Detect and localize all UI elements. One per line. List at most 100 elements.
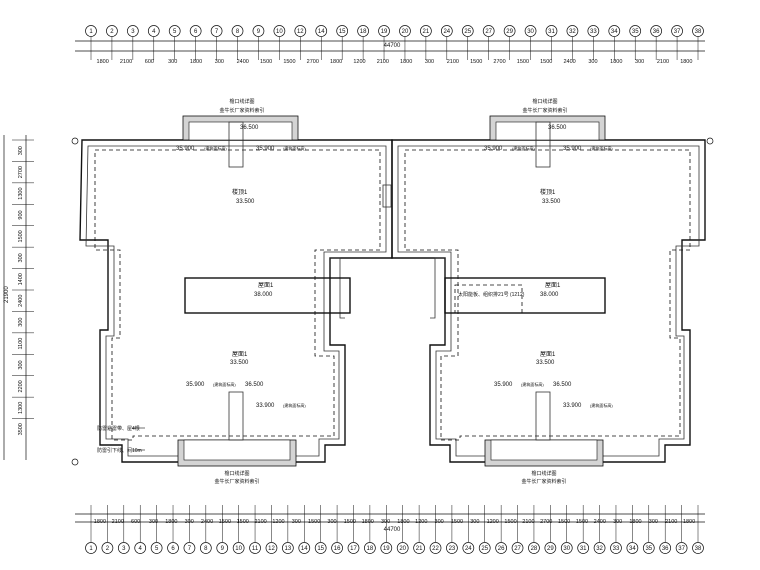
axis-label: 24	[443, 29, 450, 35]
parapet-label-bl: 檐口线详图	[224, 470, 249, 477]
dimension-value: 1500	[219, 519, 231, 525]
axis-bubble	[106, 25, 118, 37]
dimension-value: 1500	[540, 59, 552, 65]
axis-bubble	[364, 542, 376, 554]
axis-bubble	[380, 542, 393, 554]
axis-bubble	[210, 25, 223, 37]
dimension-value: 300	[425, 59, 434, 65]
axis-marker-left	[71, 137, 79, 145]
axis-bubble	[429, 542, 442, 554]
dimension-value: 1500	[451, 519, 463, 525]
main-roof-elev-right: 33.500	[536, 360, 555, 366]
axis-label: 4	[139, 546, 143, 552]
axis-label: 36	[653, 29, 660, 35]
axis-label: 25	[464, 29, 471, 35]
axis-bubble	[167, 542, 179, 554]
dimension-value: 2100	[254, 519, 266, 525]
dimension-value: 2400	[563, 59, 575, 65]
axis-bubble	[282, 542, 294, 554]
dimension-value: 2400	[201, 519, 213, 525]
axis-bubble	[117, 542, 130, 554]
axis-label: 6	[194, 29, 198, 35]
axis-bubble	[503, 25, 516, 37]
dimension-value: 1500	[558, 519, 570, 525]
left-dimension-texts: 3002700130090015003001400240030011003002…	[12, 139, 34, 435]
axis-label: 24	[465, 546, 472, 552]
axis-bubble	[147, 25, 160, 37]
axis-bubble	[357, 25, 369, 37]
axis-label: 9	[221, 546, 225, 552]
axis-marker-right	[706, 137, 714, 145]
axis-bubble	[545, 25, 558, 37]
elev-top-right: 36.500	[548, 125, 567, 131]
axis-bubble	[544, 542, 557, 554]
axis-label: 16	[334, 546, 341, 552]
dimension-value: 1800	[680, 59, 692, 65]
stair-roof-right: 楼顶1	[540, 188, 556, 196]
axis-bubble	[347, 542, 360, 554]
dimension-value: 1500	[344, 519, 356, 525]
axis-label: 31	[548, 29, 555, 35]
axis-label: 14	[318, 29, 325, 35]
axis-label: 8	[236, 29, 240, 35]
left-total-dimension: 21900	[4, 286, 10, 303]
axis-bubble	[183, 542, 196, 554]
central-connector	[330, 184, 445, 319]
elev-note-a-left: (建筑面标高)	[204, 145, 227, 151]
parapet-label-br: 檐口线详图	[531, 470, 556, 477]
elev-mid-note-right: (建筑面标高)	[521, 381, 544, 387]
axis-bubble	[446, 542, 458, 554]
axis-label: 10	[235, 546, 242, 552]
axis-label: 30	[527, 29, 534, 35]
dimension-value: 300	[613, 519, 622, 525]
dimension-value: 1800	[330, 59, 342, 65]
dimension-value: 300	[327, 519, 336, 525]
axis-bubble	[608, 25, 621, 37]
axis-bubble	[461, 25, 474, 37]
axis-bubble	[265, 542, 278, 554]
axis-label: 10	[276, 29, 283, 35]
stair-roof-elev-left: 33.500	[236, 199, 255, 205]
dimension-value: 300	[588, 59, 597, 65]
axis-bubble	[560, 542, 573, 554]
axis-bubble	[294, 25, 307, 37]
dimension-value: 600	[145, 59, 154, 65]
axis-label: 34	[629, 546, 636, 552]
axis-label: 17	[350, 546, 357, 552]
axis-bubble	[168, 25, 181, 37]
dimension-value: 600	[131, 519, 140, 525]
axis-label: 1	[89, 29, 93, 35]
axis-label: 29	[547, 546, 554, 552]
left-dimension-value: 300	[18, 318, 24, 327]
axis-label: 38	[695, 29, 702, 35]
roof-label-left: 屋面1	[258, 282, 274, 289]
axis-bubble	[399, 25, 411, 37]
dimension-value: 1800	[94, 519, 106, 525]
axis-bubble	[610, 542, 622, 554]
elev-note-a-right: (建筑面标高)	[512, 145, 535, 151]
dimension-value: 1500	[504, 519, 516, 525]
dimension-value: 1800	[362, 519, 374, 525]
axis-bubble	[587, 25, 600, 37]
axis-bubble	[85, 25, 97, 37]
elev-mid3-right: 33.900	[563, 403, 582, 409]
dimension-value: 1500	[260, 59, 272, 65]
main-roof-right: 屋面1	[540, 351, 556, 358]
elev-mid2-right: 36.500	[553, 382, 572, 388]
axis-label: 22	[432, 546, 439, 552]
dimension-value: 300	[435, 519, 444, 525]
axis-marker-bottom-left	[71, 458, 79, 466]
dimension-value: 1500	[308, 519, 320, 525]
axis-bubble	[413, 542, 425, 554]
axis-bubble	[462, 542, 475, 554]
dimension-value: 2400	[594, 519, 606, 525]
elev-b-left: 35.900	[256, 146, 275, 152]
axis-bubble	[511, 542, 524, 554]
axis-label: 23	[449, 546, 456, 552]
axis-bubble	[671, 25, 683, 37]
axis-label: 9	[257, 29, 261, 35]
dimension-value: 2700	[493, 59, 505, 65]
